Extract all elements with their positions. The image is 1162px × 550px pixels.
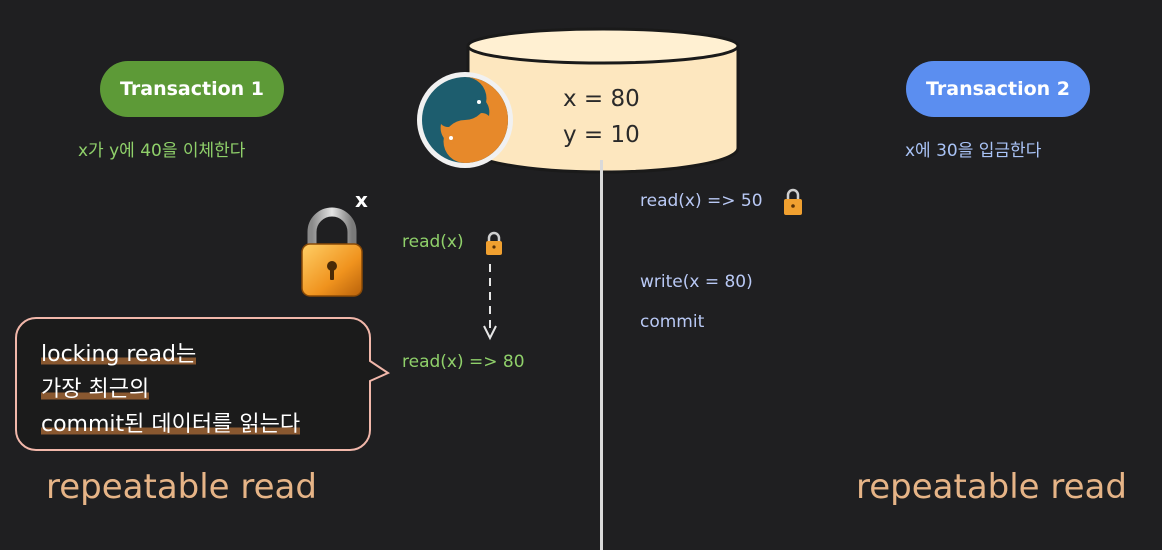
small-padlock-icon: [486, 231, 502, 255]
transaction-1-description: x가 y에 40을 이체한다: [78, 141, 246, 161]
dashed-arrow: [483, 264, 497, 341]
t2-op-read-x: read(x) => 50: [640, 191, 763, 211]
padlock-icon: [301, 207, 363, 297]
lock-label: x: [355, 188, 368, 212]
transaction-2-description: x에 30을 입금한다: [905, 141, 1042, 161]
t1-op-read-x: read(x): [402, 232, 464, 252]
small-padlock-icon: [784, 188, 802, 215]
mysql-dolphin-icon: [417, 72, 513, 168]
t2-op-commit: commit: [640, 312, 705, 332]
db-x-value: x = 80: [563, 86, 640, 112]
database-cylinder: [466, 27, 740, 174]
t2-op-write-x: write(x = 80): [640, 272, 753, 292]
isolation-level-left: repeatable read: [46, 467, 317, 507]
t1-op-read-x-result: read(x) => 80: [402, 352, 525, 372]
bubble-line-1: locking read는: [41, 342, 197, 367]
bubble-line-3: commit된 데이터를 읽는다: [41, 412, 301, 437]
db-y-value: y = 10: [563, 122, 640, 148]
isolation-level-right: repeatable read: [856, 467, 1127, 507]
bubble-line-2: 가장 최근의: [41, 377, 150, 402]
transaction-1-badge: Transaction 1: [100, 61, 284, 117]
transaction-2-badge: Transaction 2: [906, 61, 1090, 117]
timeline-divider: [600, 160, 603, 550]
